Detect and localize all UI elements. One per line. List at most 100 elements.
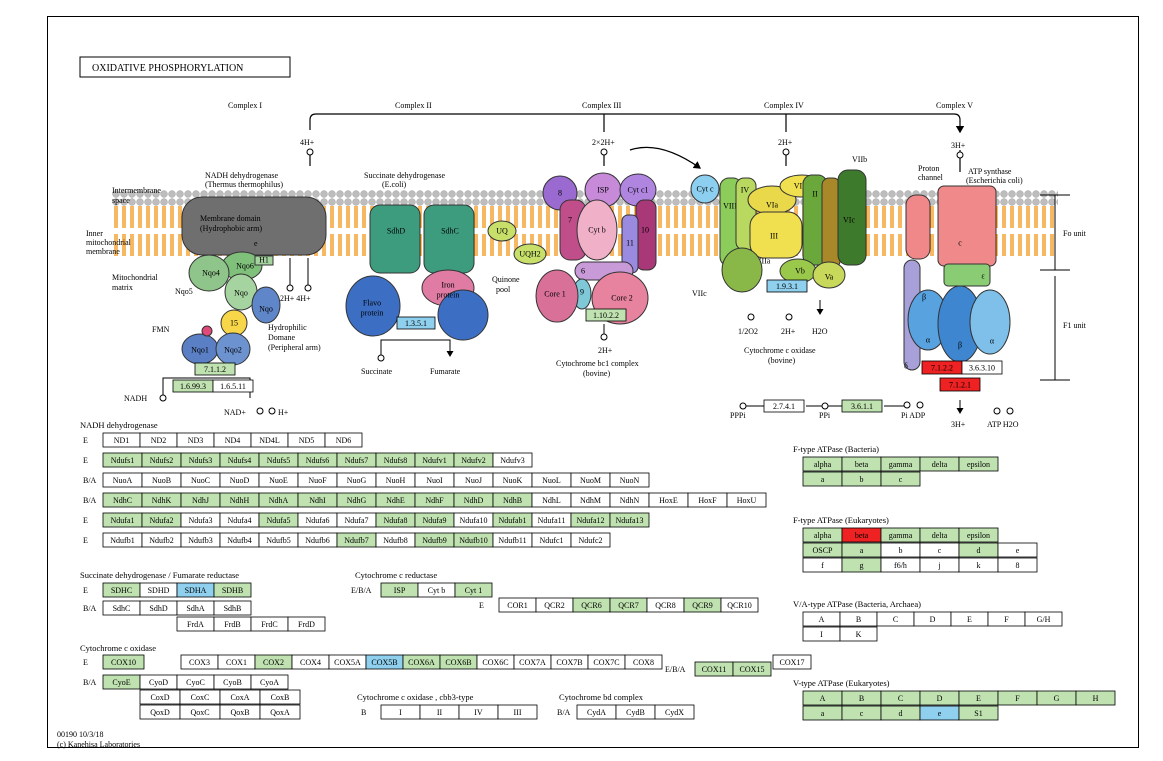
gene-ndufv-ndufv1[interactable]: Ndufv1 [414,452,455,468]
gene-cyo1-cyoc[interactable]: CyoC [176,674,215,690]
gene-fb2-a[interactable]: a [802,471,843,487]
gene-va1-d[interactable]: D [913,611,952,627]
gene-cox11-cox11[interactable]: COX11 [694,661,734,677]
gene-ve2-s1[interactable]: S1 [958,705,999,721]
gene-cox3-cox3[interactable]: COX3 [180,654,219,670]
gene-nd-nd4l[interactable]: ND4L [250,432,289,448]
gene-ndh-ndhj[interactable]: NdhJ [180,492,221,508]
gene-cox3-cox1[interactable]: COX1 [217,654,256,670]
gene-cox3-cox6c[interactable]: COX6C [476,654,515,670]
gene-cox_b-coxc[interactable]: CoxC [179,689,221,705]
gene-ndufa-ndufa1[interactable]: Ndufa1 [102,512,143,528]
gene-ndufb-ndufb10[interactable]: Ndufb10 [453,532,494,548]
gene-ndufv-ndufs5[interactable]: Ndufs5 [258,452,299,468]
gene-fe2-oscp[interactable]: OSCP [802,542,843,558]
gene-nuo-nuoh[interactable]: NuoH [375,472,416,488]
gene-cox3-cox8[interactable]: COX8 [624,654,663,670]
gene-fe3-j[interactable]: j [919,557,960,573]
gene-qcr-qcr7[interactable]: QCR7 [609,597,648,613]
gene-fe3-f6-h[interactable]: f6/h [880,557,921,573]
gene-ve1-e[interactable]: E [958,690,999,706]
gene-nuo-nuoa[interactable]: NuoA [102,472,143,488]
gene-fe1-alpha[interactable]: alpha [802,527,843,543]
gene-ve1-f[interactable]: F [997,690,1038,706]
ec-link-1-10-2-2[interactable]: 1.10.2.2 [585,308,627,322]
gene-qcr-cor1[interactable]: COR1 [498,597,537,613]
gene-ndufv-ndufv2[interactable]: Ndufv2 [453,452,494,468]
gene-va2-k[interactable]: K [839,626,878,642]
gene-ndufa-ndufa3[interactable]: Ndufa3 [180,512,221,528]
gene-ndufb-ndufb9[interactable]: Ndufb9 [414,532,455,548]
gene-qox-qoxb[interactable]: QoxB [219,704,261,720]
gene-nd-nd4[interactable]: ND4 [213,432,252,448]
gene-nuo-nuod[interactable]: NuoD [219,472,260,488]
gene-ndufb-ndufb1[interactable]: Ndufb1 [102,532,143,548]
gene-ndufa-ndufa6[interactable]: Ndufa6 [297,512,338,528]
gene-ve1-b[interactable]: B [841,690,882,706]
gene-ndufb-ndufc2[interactable]: Ndufc2 [570,532,611,548]
gene-cox3-cox7c[interactable]: COX7C [587,654,626,670]
gene-cox11-cox15[interactable]: COX15 [732,661,772,677]
gene-sdh2-sdha[interactable]: SdhA [176,600,215,616]
ec-link-7-1-1-2[interactable]: 7.1.1.2 [194,362,236,376]
gene-ve1-a[interactable]: A [802,690,843,706]
gene-cytc1-cyt-b[interactable]: Cyt b [417,582,456,598]
gene-cyo1-cyod[interactable]: CyoD [139,674,178,690]
gene-nuo-nuon[interactable]: NuoN [609,472,650,488]
gene-ndufv-ndufv3[interactable]: Ndufv3 [492,452,533,468]
gene-ndh-ndhe[interactable]: NdhE [375,492,416,508]
gene-fe1-beta[interactable]: beta [841,527,882,543]
gene-nuo-nuol[interactable]: NuoL [531,472,572,488]
gene-ndufb-ndufb2[interactable]: Ndufb2 [141,532,182,548]
ec-link-3-6-1-1[interactable]: 3.6.1.1 [841,399,883,413]
gene-cox_b-coxd[interactable]: CoxD [139,689,181,705]
ec-link-3-6-3-10[interactable]: 3.6.3.10 [961,360,1003,375]
gene-qox-qoxc[interactable]: QoxC [179,704,221,720]
gene-cox3-cox6b[interactable]: COX6B [439,654,478,670]
gene-fb2-b[interactable]: b [841,471,882,487]
gene-frd-frda[interactable]: FrdA [176,616,215,632]
gene-qcr-qcr6[interactable]: QCR6 [572,597,611,613]
gene-cbb3-i[interactable]: I [380,704,421,720]
gene-nuo-nuok[interactable]: NuoK [492,472,533,488]
gene-ndufb-ndufb7[interactable]: Ndufb7 [336,532,377,548]
gene-va2-i[interactable]: I [802,626,841,642]
gene-ndufb-ndufb4[interactable]: Ndufb4 [219,532,260,548]
gene-va1-f[interactable]: F [987,611,1026,627]
gene-fb1-beta[interactable]: beta [841,456,882,472]
ec-link-1-6-99-3[interactable]: 1.6.99.3 [172,379,214,393]
gene-fe1-epsilon[interactable]: epsilon [958,527,999,543]
gene-ndh-ndhh[interactable]: NdhH [219,492,260,508]
gene-ve2-c[interactable]: c [841,705,882,721]
gene-fb2-c[interactable]: c [880,471,921,487]
gene-nd-nd1[interactable]: ND1 [102,432,141,448]
gene-cox17-cox17[interactable]: COX17 [772,654,812,670]
gene-nd-nd3[interactable]: ND3 [176,432,215,448]
gene-fe2-c[interactable]: c [919,542,960,558]
gene-nuo-nuof[interactable]: NuoF [297,472,338,488]
gene-frd-frdb[interactable]: FrdB [213,616,252,632]
gene-ndufv-ndufs3[interactable]: Ndufs3 [180,452,221,468]
gene-fe2-d[interactable]: d [958,542,999,558]
gene-ndufa-ndufa2[interactable]: Ndufa2 [141,512,182,528]
gene-ndufa-ndufab1[interactable]: Ndufab1 [492,512,533,528]
gene-qox-qoxd[interactable]: QoxD [139,704,181,720]
gene-cox3-cox7a[interactable]: COX7A [513,654,552,670]
gene-sdh2-sdhc[interactable]: SdhC [102,600,141,616]
gene-ndh-ndhm[interactable]: NdhM [570,492,611,508]
gene-cox_b-coxb[interactable]: CoxB [259,689,301,705]
gene-ndufa-ndufa4[interactable]: Ndufa4 [219,512,260,528]
gene-va1-c[interactable]: C [876,611,915,627]
gene-ndufb-ndufb11[interactable]: Ndufb11 [492,532,533,548]
gene-cbb3-iv[interactable]: IV [458,704,499,720]
gene-frd-frdd[interactable]: FrdD [287,616,326,632]
gene-cytc1-cyt-1[interactable]: Cyt 1 [454,582,493,598]
gene-ndh-ndhd[interactable]: NdhD [453,492,494,508]
gene-ndufv-ndufs4[interactable]: Ndufs4 [219,452,260,468]
gene-ndh-ndhi[interactable]: NdhI [297,492,338,508]
gene-cyd-cydb[interactable]: CydB [615,704,656,720]
gene-sdh1-sdhb[interactable]: SDHB [213,582,252,598]
gene-sdh1-sdhc[interactable]: SDHC [102,582,141,598]
gene-fb1-delta[interactable]: delta [919,456,960,472]
gene-nuo-nuob[interactable]: NuoB [141,472,182,488]
